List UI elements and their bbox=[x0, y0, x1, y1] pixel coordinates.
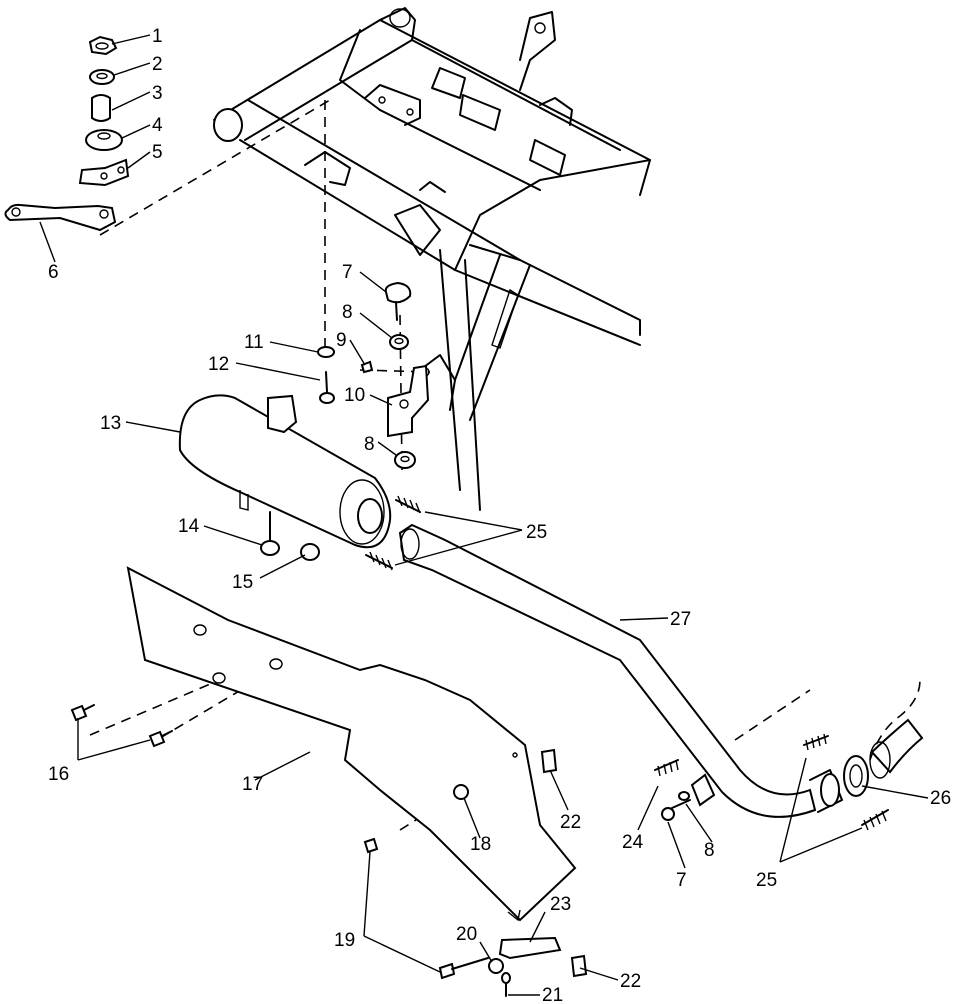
callout-17: 17 bbox=[242, 774, 263, 795]
small-hardware bbox=[70, 704, 588, 997]
washer-part-11 bbox=[317, 346, 335, 358]
callout-3: 3 bbox=[152, 83, 163, 104]
nut-part-1 bbox=[88, 35, 118, 56]
callout-27: 27 bbox=[670, 609, 691, 630]
spacer-part-3 bbox=[91, 94, 111, 122]
callout-7b: 7 bbox=[676, 870, 687, 891]
callout-1: 1 bbox=[152, 26, 163, 47]
callout-23: 23 bbox=[550, 894, 571, 915]
pipe-mount-hardware bbox=[654, 759, 691, 821]
callout-18: 18 bbox=[470, 834, 491, 855]
callout-25b: 25 bbox=[756, 870, 777, 891]
callout-12: 12 bbox=[208, 354, 229, 375]
callout-11: 11 bbox=[244, 332, 264, 353]
screw-part-16-a bbox=[70, 704, 88, 722]
screw-part-19 bbox=[363, 837, 379, 854]
bracket-part-6 bbox=[4, 203, 117, 232]
vehicle-frame bbox=[213, 7, 651, 511]
clip-part-22-a bbox=[540, 748, 558, 774]
gasket-part-26 bbox=[843, 679, 924, 797]
callout-8a: 8 bbox=[342, 302, 353, 323]
bracket-part-23 bbox=[498, 936, 562, 960]
bolt-part-7 bbox=[384, 281, 412, 304]
washer-part-20 bbox=[488, 958, 504, 974]
nut-part-15 bbox=[300, 543, 320, 561]
leader-lines bbox=[39, 34, 929, 996]
callout-2: 2 bbox=[152, 54, 163, 75]
nut-part-8-lower bbox=[394, 451, 416, 469]
mount-stack bbox=[4, 35, 130, 232]
washer-part-2 bbox=[89, 69, 115, 85]
heat-shield-part-17 bbox=[126, 566, 577, 922]
exhaust-pipe-part-27 bbox=[398, 523, 843, 818]
grommet-part-18 bbox=[453, 784, 469, 800]
callout-8c: 8 bbox=[704, 840, 715, 861]
callout-20: 20 bbox=[456, 924, 477, 945]
screw-part-21 bbox=[501, 972, 511, 984]
bolt-part-12 bbox=[325, 371, 328, 393]
callout-16: 16 bbox=[48, 764, 69, 785]
callout-15: 15 bbox=[232, 572, 253, 593]
callout-22a: 22 bbox=[560, 812, 581, 833]
mount-hardware bbox=[317, 281, 430, 469]
clip-part-22-b bbox=[570, 954, 588, 978]
callout-13: 13 bbox=[100, 413, 121, 434]
callout-8b: 8 bbox=[364, 434, 375, 455]
grommet-part-4 bbox=[85, 129, 123, 151]
screw-part-16-b bbox=[148, 730, 166, 748]
callout-10: 10 bbox=[344, 385, 365, 406]
springs-part-25 bbox=[365, 495, 889, 831]
callout-6: 6 bbox=[48, 262, 59, 283]
callout-labels: 1 2 3 4 5 6 7 8 9 11 12 10 8 13 14 15 16… bbox=[48, 26, 951, 1004]
callout-22b: 22 bbox=[620, 971, 641, 992]
callout-9: 9 bbox=[336, 330, 347, 351]
bolt-part-14 bbox=[260, 540, 280, 556]
callout-24: 24 bbox=[622, 832, 644, 853]
callout-25a: 25 bbox=[526, 522, 547, 543]
callout-26: 26 bbox=[930, 788, 951, 809]
callout-5: 5 bbox=[152, 142, 163, 163]
bracket-part-10 bbox=[387, 364, 430, 438]
callout-7: 7 bbox=[342, 262, 353, 283]
callout-19: 19 bbox=[334, 930, 355, 951]
nut-part-8-upper bbox=[389, 334, 409, 350]
muffler-part-13 bbox=[178, 394, 392, 561]
callout-21: 21 bbox=[542, 985, 563, 1004]
callout-4: 4 bbox=[152, 115, 163, 136]
callout-14: 14 bbox=[178, 516, 200, 537]
